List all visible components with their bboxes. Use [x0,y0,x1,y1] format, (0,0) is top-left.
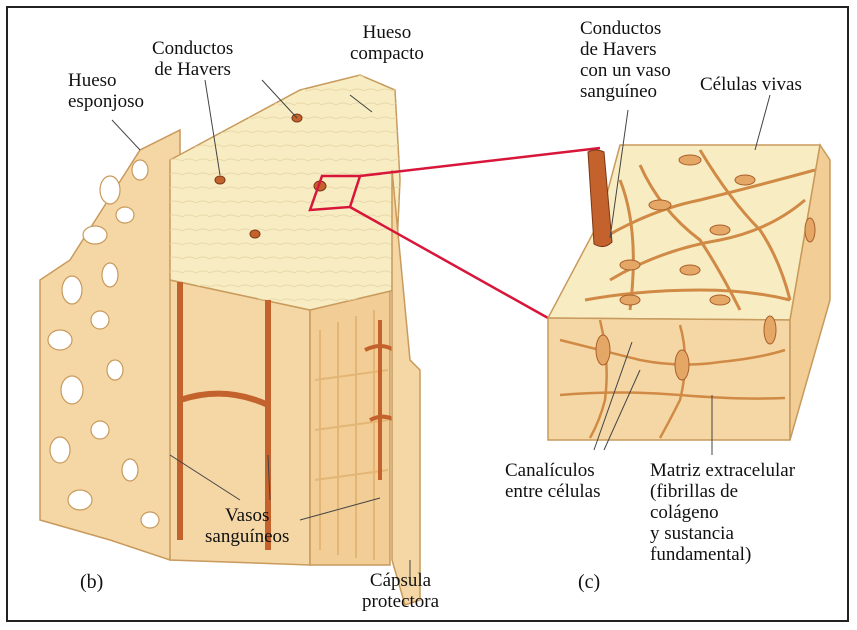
panel-label-c: (c) [578,572,600,593]
label-conductos-havers: Conductos de Havers [152,38,233,80]
label-hueso-compacto: Hueso compacto [350,22,424,64]
havers-vessel [588,150,612,247]
label-vasos-sanguineos: Vasos sanguíneos [205,505,289,547]
label-hueso-esponjoso: Hueso esponjoso [68,70,144,112]
bone-block-c [548,145,830,440]
label-canaliculos: Canalículos entre células [505,460,600,502]
label-conductos-vaso: Conductos de Havers con un vaso sanguíne… [580,18,671,102]
panel-label-b: (b) [80,572,103,593]
label-matriz-extracelular: Matriz extracelular (fibrillas de coláge… [650,460,795,565]
protective-capsule [392,170,420,605]
label-celulas-vivas: Células vivas [700,74,802,95]
label-capsula-protectora: Cápsula protectora [362,570,439,612]
lamellae-rings [170,75,400,310]
